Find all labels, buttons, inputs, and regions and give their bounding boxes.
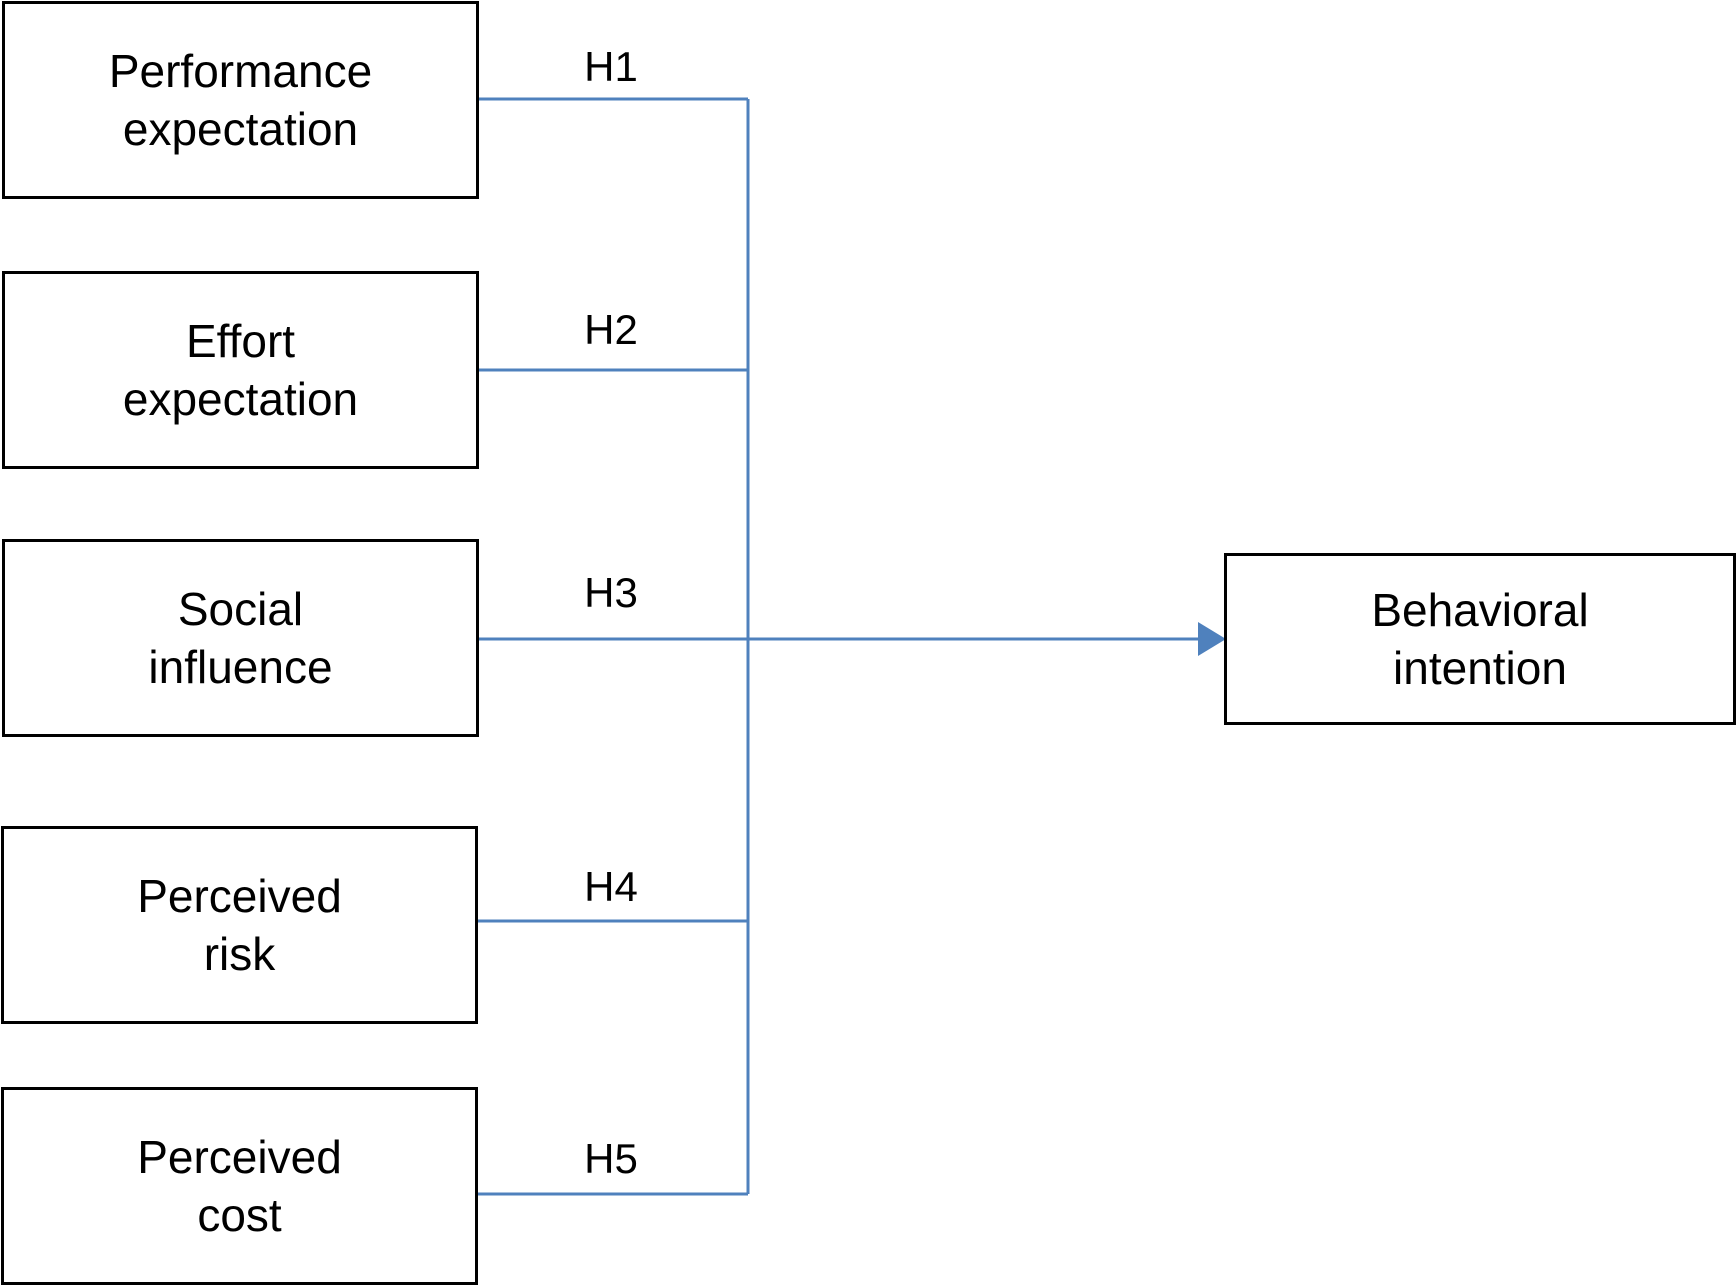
predictor-box-effort: Effort expectation: [2, 271, 479, 469]
arrowhead-icon: [1198, 622, 1226, 656]
hypothesis-label-h4: H4: [584, 863, 638, 910]
hypothesis-label-h1: H1: [584, 43, 638, 90]
predictor-label-effort: Effort expectation: [122, 315, 359, 425]
predictor-label-performance: Performance expectation: [108, 45, 373, 155]
predictor-label-cost: Perceived cost: [137, 1131, 342, 1241]
predictor-box-cost: Perceived cost: [1, 1087, 478, 1285]
predictor-label-social: Social influence: [148, 583, 333, 693]
predictor-box-risk: Perceived risk: [1, 826, 478, 1024]
hypothesis-label-h5: H5: [584, 1135, 638, 1182]
outcome-box-behavioral-intention: Behavioral intention: [1224, 553, 1736, 725]
predictor-label-risk: Perceived risk: [137, 870, 342, 980]
hypothesis-label-h3: H3: [584, 569, 638, 616]
hypothesis-label-h2: H2: [584, 306, 638, 353]
predictor-box-social: Social influence: [2, 539, 479, 737]
outcome-label: Behavioral intention: [1371, 584, 1589, 694]
predictor-box-performance: Performance expectation: [2, 1, 479, 199]
